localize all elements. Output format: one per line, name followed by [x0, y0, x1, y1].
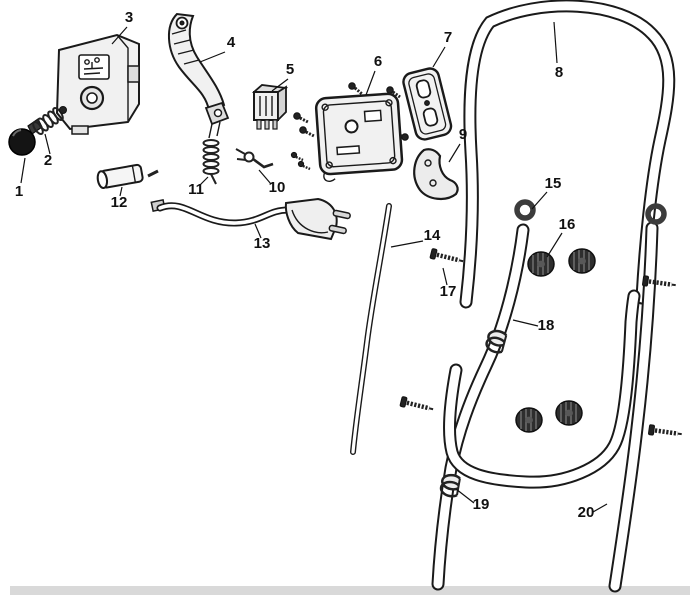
connector-pin [256, 119, 262, 130]
part-6-switch-box [314, 92, 404, 182]
part-label-2: 2 [44, 152, 52, 169]
part-label-16: 16 [559, 216, 576, 233]
part-5-connector [251, 84, 289, 130]
part-4-lever [168, 12, 230, 139]
part-label-9: 9 [459, 126, 467, 143]
part-label-13: 13 [254, 235, 271, 252]
part-label-6: 6 [374, 53, 382, 70]
part-19-clamp [485, 329, 508, 354]
part-16-knob-wheel [515, 407, 543, 433]
part-label-11: 11 [188, 181, 204, 198]
part-15-ring [514, 199, 536, 221]
part-label-14: 14 [424, 227, 441, 244]
part-8-upper-handle-tube [459, 0, 676, 309]
part-label-1: 1 [15, 183, 23, 200]
plug-body [284, 197, 338, 241]
part-17-bolt [399, 396, 434, 411]
part-10-clip [235, 148, 274, 169]
housing-latch [127, 65, 140, 83]
part-label-18: 18 [538, 317, 555, 334]
part-9-bracket [413, 148, 459, 200]
part-16-knob-wheel [568, 248, 596, 274]
part-label-19: 19 [473, 496, 490, 513]
plug-pin [328, 224, 347, 235]
part-14-rod [350, 203, 392, 455]
plug-pin [332, 209, 351, 220]
part-label-10: 10 [269, 179, 286, 196]
part-7-cover-plate [402, 67, 453, 141]
part-17-bolt [648, 424, 682, 436]
part-label-15: 15 [545, 175, 562, 192]
leader-lines [20, 21, 608, 513]
part-label-17: 17 [440, 283, 457, 300]
part-label-7: 7 [444, 29, 452, 46]
part-label-4: 4 [227, 34, 236, 51]
part-13-power-cord [150, 197, 351, 241]
part-number-labels: 1 2 3 4 5 6 7 8 9 10 11 12 13 14 15 16 1… [15, 9, 595, 521]
part-label-5: 5 [286, 61, 294, 78]
part-16-knob-wheel [527, 251, 555, 277]
part-17-bolt [642, 275, 676, 287]
part-15-ring [645, 203, 667, 225]
lower-handle-loop [443, 289, 641, 489]
part-label-12: 12 [111, 194, 128, 211]
pin [147, 169, 159, 178]
small-screws [290, 82, 409, 171]
part-label-8: 8 [555, 64, 563, 81]
part-1-knob [8, 118, 43, 156]
part-label-20: 20 [578, 504, 595, 521]
part-label-3: 3 [125, 9, 133, 26]
part-19-clamp [439, 473, 461, 498]
part-18-inner-handle-tube [431, 223, 530, 591]
part-2-spring [32, 106, 67, 136]
connector-pin [264, 119, 270, 130]
part-16-knob-wheel [555, 400, 583, 426]
connector-pin [272, 119, 278, 130]
part-12-sleeve [96, 163, 144, 190]
part-17-bolt [429, 248, 464, 263]
part-11-spring [202, 139, 220, 185]
part-3-switch-housing [55, 33, 140, 135]
housing-pictogram [78, 54, 110, 80]
footer-bar [10, 586, 690, 595]
